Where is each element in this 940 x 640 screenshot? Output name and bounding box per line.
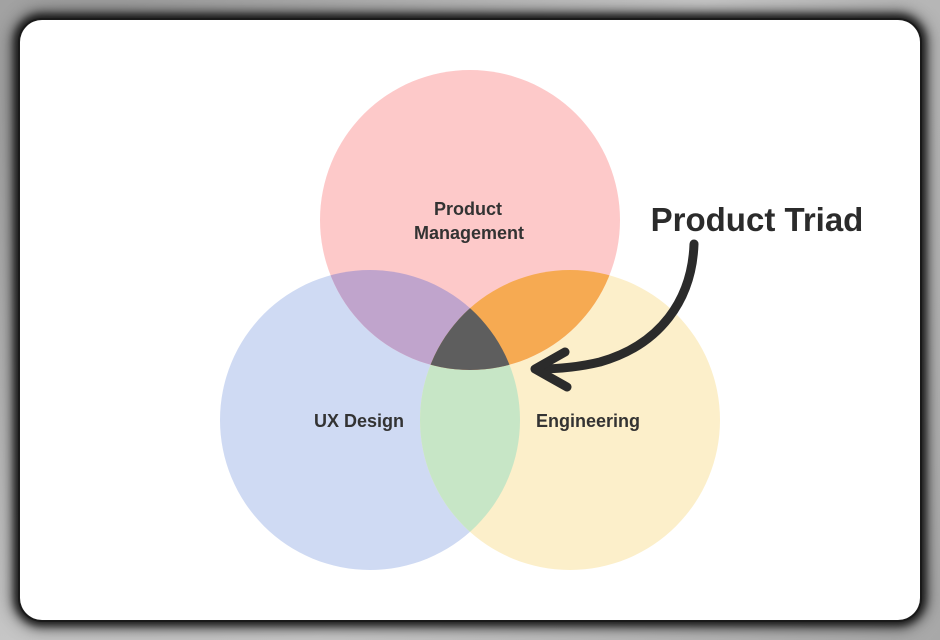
- label-ux-design: UX Design: [314, 411, 404, 431]
- label-product-management-line2: Management: [414, 223, 524, 243]
- annotation-title: Product Triad: [651, 201, 864, 238]
- label-product-management-line1: Product: [434, 199, 502, 219]
- overlap-all-three: [420, 270, 520, 370]
- annotation-arrow-icon: [530, 239, 699, 392]
- label-engineering: Engineering: [536, 411, 640, 431]
